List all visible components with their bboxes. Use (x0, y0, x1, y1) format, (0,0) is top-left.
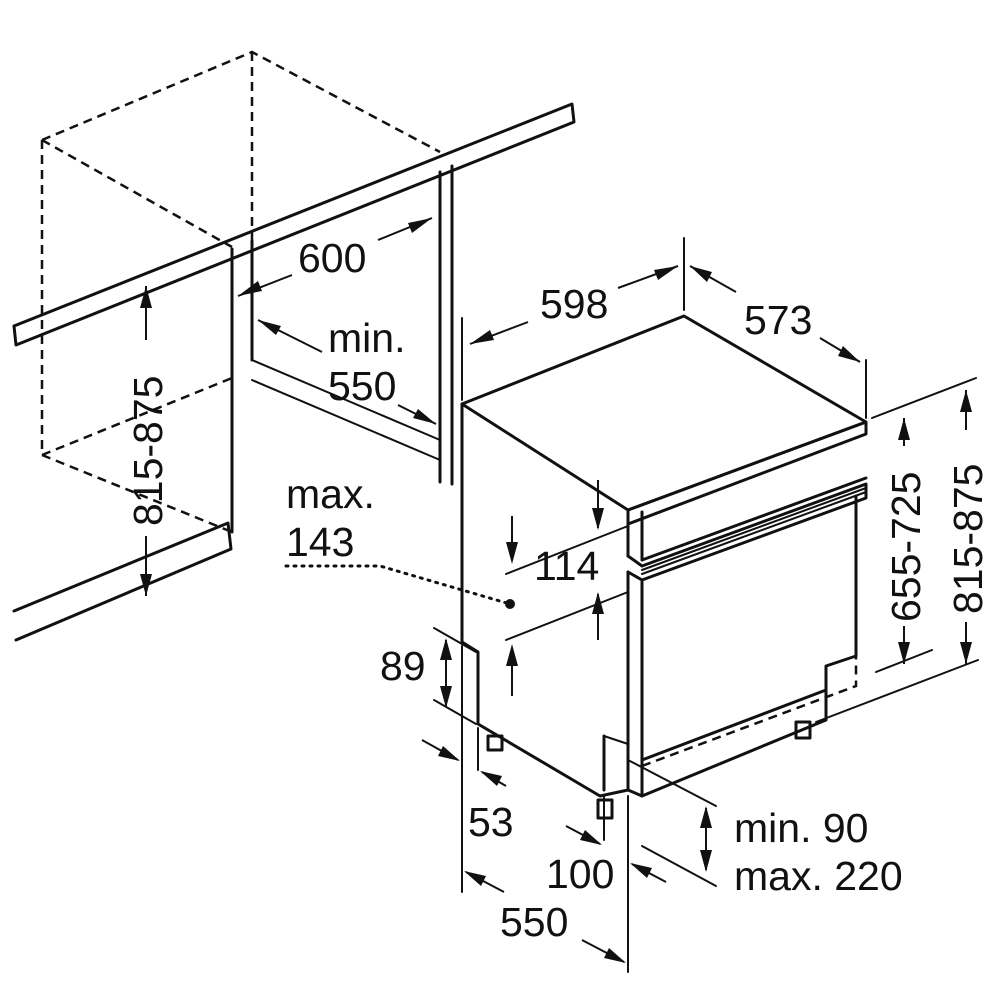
panel-gap-dimension (505, 480, 629, 696)
overall-height-dimension (960, 390, 972, 664)
overall-height-label: 815-875 (945, 464, 991, 614)
niche-width-dimension (237, 217, 433, 297)
plinth-clearance-min-label: min. 90 (734, 805, 868, 851)
niche-height-dimension (140, 286, 152, 596)
dishwasher-body (460, 314, 868, 798)
foot-spacing-dimension (565, 795, 667, 973)
appliance-depth-label: 573 (744, 297, 812, 343)
appliance-height-dimension (898, 418, 910, 664)
panel-gap-label: 114 (534, 543, 599, 589)
outlet-marker (284, 564, 515, 609)
base-depth-dimension (464, 871, 626, 963)
appliance-depth-dimension (689, 265, 867, 419)
niche-depth-dimension (257, 319, 437, 425)
outlet-max-value: 143 (286, 519, 354, 565)
appliance-height-label: 655-725 (883, 472, 929, 622)
outlet-max-label: max. (286, 471, 375, 517)
base-depth-label: 550 (500, 899, 568, 945)
plinth-height-label: 89 (380, 643, 426, 689)
foot-setback-dimension (421, 645, 507, 893)
appliance-width-dimension (461, 237, 685, 401)
foot-spacing-label: 100 (546, 851, 614, 897)
niche-depth-min-label: min. (328, 315, 405, 361)
niche-depth-value-label: 550 (328, 363, 396, 409)
niche-outline (12, 102, 576, 642)
niche-dashed-cabinet (40, 50, 441, 534)
appliance-width-label: 598 (540, 281, 608, 327)
plinth-clearance-dimension (627, 759, 717, 887)
niche-width-label: 600 (298, 235, 366, 281)
plinth-height-dimension (433, 627, 477, 725)
foot-setback-label: 53 (468, 799, 514, 845)
niche-height-label: 815-875 (125, 376, 171, 526)
plinth-clearance-max-label: max. 220 (734, 853, 903, 899)
